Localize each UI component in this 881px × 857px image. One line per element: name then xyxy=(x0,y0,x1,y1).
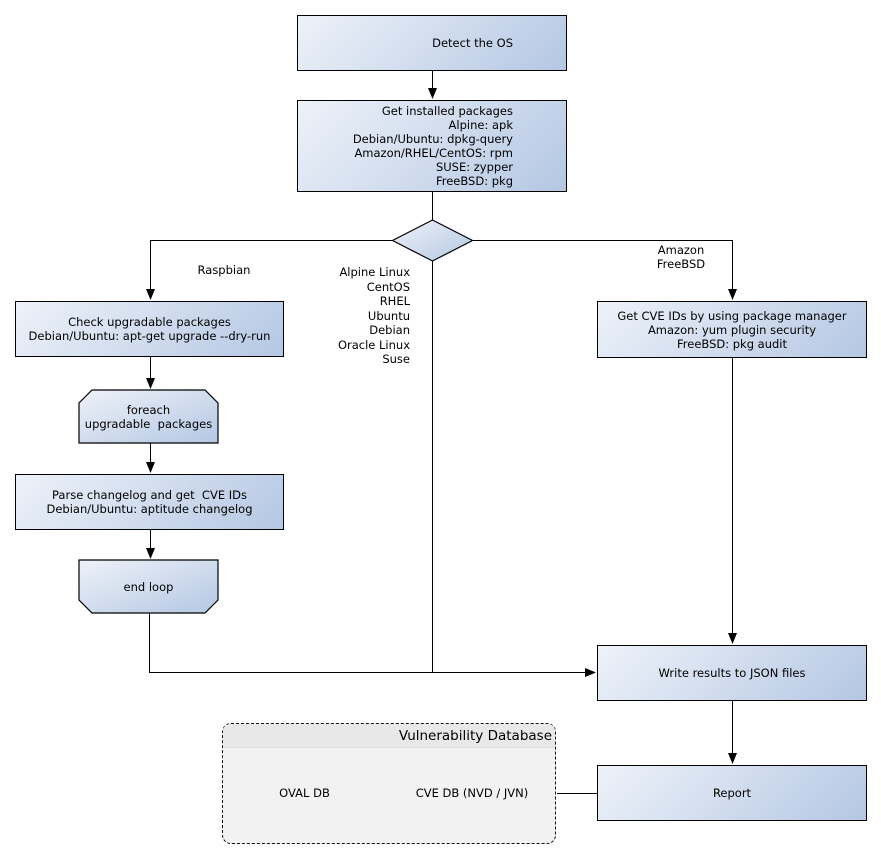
node-write-results: Write results to JSON files xyxy=(597,645,867,701)
loop-start-label-wrap: foreach upgradable packages xyxy=(79,390,218,443)
node-check-upgradable-packages: Check upgradable packages Debian/Ubuntu:… xyxy=(15,301,284,357)
edge-label-raspbian: Raspbian xyxy=(197,263,251,277)
node-parse-changelog-label: Parse changelog and get CVE IDs Debian/U… xyxy=(46,488,253,516)
oval-db-label-wrap: OVAL DB xyxy=(234,777,375,809)
node-get-cve-ids-label: Get CVE IDs by using package manager Ama… xyxy=(617,308,847,351)
edge-decision-to-check xyxy=(146,240,393,300)
node-get-installed-packages-label: Get installed packages Alpine: apk Debia… xyxy=(352,104,513,188)
edge-endloop-to-write xyxy=(149,613,596,677)
node-report-label: Report xyxy=(712,786,752,800)
vulnerability-database-header: Vulnerability Database xyxy=(223,724,555,748)
node-check-upgradable-packages-label: Check upgradable packages Debian/Ubuntu:… xyxy=(28,315,271,343)
edge-label-amazon-freebsd: Amazon FreeBSD xyxy=(656,243,706,271)
node-report: Report xyxy=(597,765,867,821)
loop-end-shape xyxy=(78,559,219,614)
loop-end-label: end loop xyxy=(123,579,174,594)
loop-start-label: foreach upgradable packages xyxy=(84,402,213,431)
decision-diamond xyxy=(391,219,474,262)
cve-db-label: CVE DB (NVD / JVN) xyxy=(415,786,529,800)
node-write-results-label: Write results to JSON files xyxy=(658,666,806,680)
loop-start-shape xyxy=(78,389,219,444)
node-detect-os: Detect the OS xyxy=(297,15,567,71)
node-get-cve-ids: Get CVE IDs by using package manager Ama… xyxy=(597,301,867,358)
cve-db-label-wrap: CVE DB (NVD / JVN) xyxy=(402,777,542,809)
edge-decision-to-getcve xyxy=(472,240,737,300)
loop-end-label-wrap: end loop xyxy=(79,560,218,613)
vulnerability-database-title: Vulnerability Database xyxy=(398,727,552,744)
node-detect-os-label: Detect the OS xyxy=(432,36,513,50)
edge-label-os-list: Alpine Linux CentOS RHEL Ubuntu Debian O… xyxy=(337,265,410,366)
node-parse-changelog: Parse changelog and get CVE IDs Debian/U… xyxy=(15,474,284,530)
node-get-installed-packages: Get installed packages Alpine: apk Debia… xyxy=(297,100,567,192)
oval-db-label: OVAL DB xyxy=(279,786,330,800)
vulnerability-database-group: Vulnerability Database xyxy=(222,723,556,844)
